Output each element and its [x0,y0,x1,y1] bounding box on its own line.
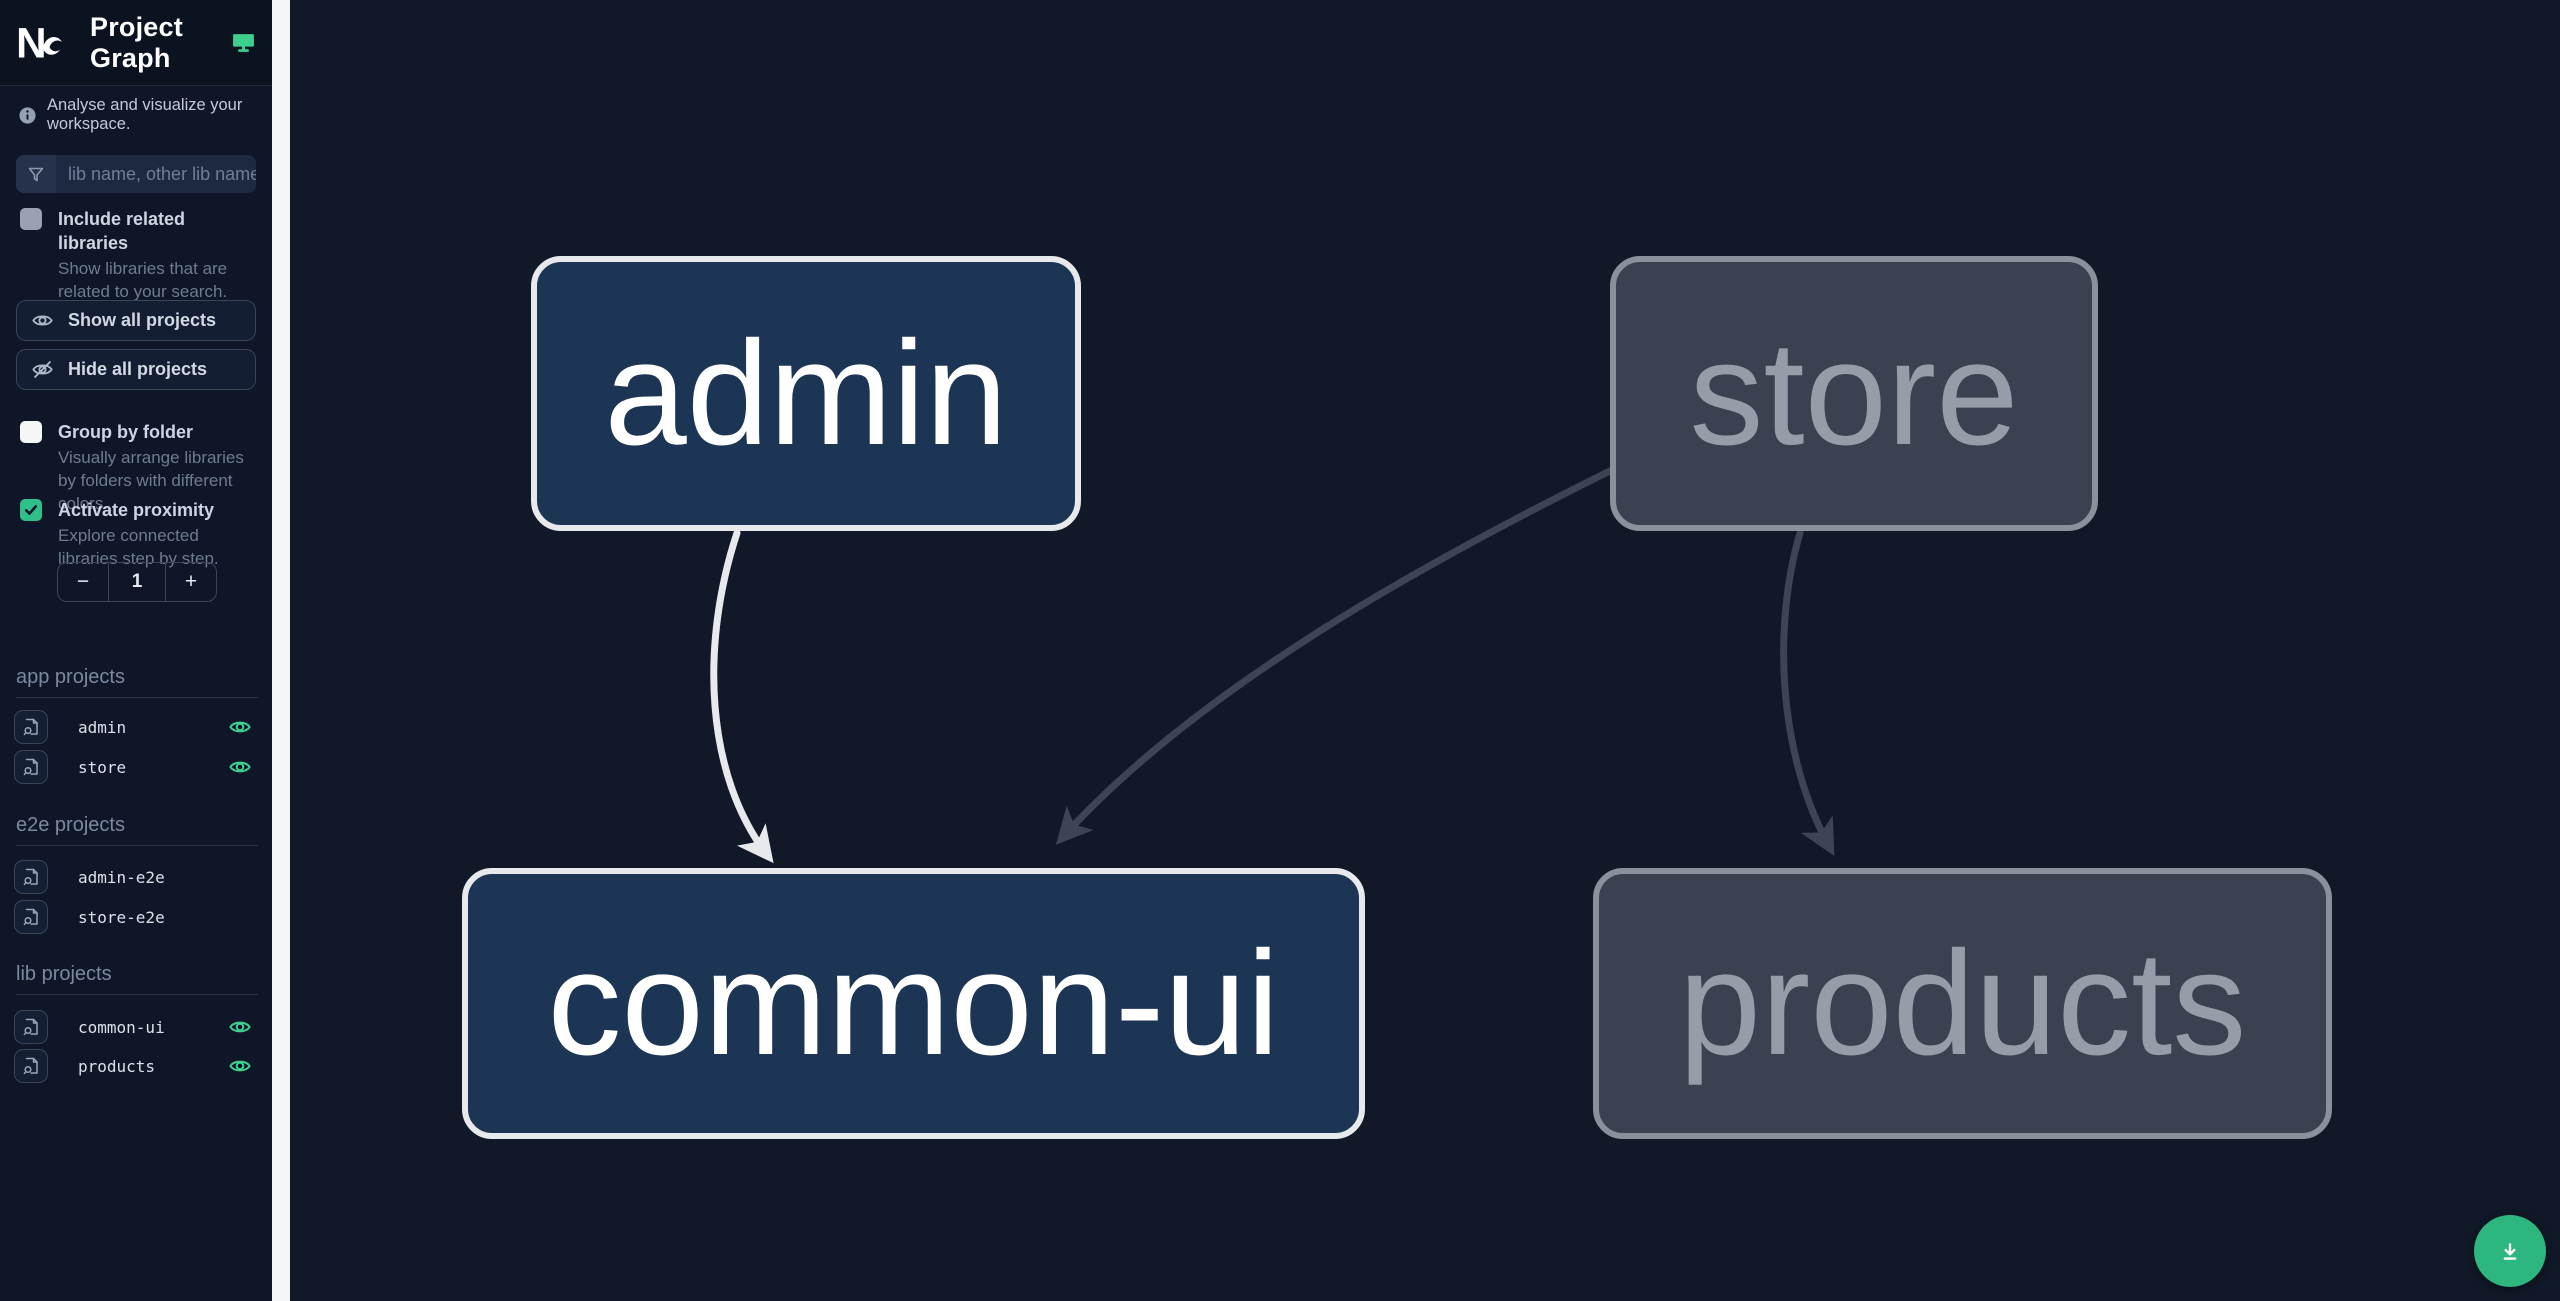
project-name: admin-e2e [78,867,165,887]
project-name: admin [78,717,127,737]
app-title: Project Graph [90,11,183,73]
activate-proximity-row: Activate proximity Explore connected lib… [20,498,256,570]
monitor-icon[interactable] [231,30,256,55]
include-related-label: Include related libraries [58,209,186,253]
search-bar [16,155,256,193]
graph-edges [710,466,1835,864]
graph-node-store[interactable]: store [1610,256,2098,531]
focus-project-button[interactable] [14,1010,48,1044]
nx-logo: N [16,21,64,65]
project-row-admin: admin [14,710,258,744]
edge-store-to-common-ui [1055,466,1616,845]
focus-project-button[interactable] [14,750,48,784]
eye-off-icon [31,358,54,381]
group-by-folder-description: Visually arrange libraries by folders wi… [58,448,244,513]
project-name: store [78,757,127,777]
node-label: store [1689,310,2019,476]
sidebar: N Project Graph Analyse and visualize yo… [0,0,272,1301]
proximity-depth-value: 1 [108,563,166,601]
project-row-products: products [14,1049,258,1083]
edge-admin-to-common-ui [710,529,774,864]
filter-icon [16,155,56,193]
graph-node-common-ui[interactable]: common-ui [462,868,1365,1139]
decrement-button[interactable]: − [76,570,90,593]
hide-all-projects-label: Hide all projects [68,359,208,379]
document-search-icon [23,758,38,776]
toggle-visibility-eye-icon[interactable] [228,1054,252,1078]
focus-project-button[interactable] [14,710,48,744]
sidebar-resizer-handle[interactable] [272,0,290,1301]
project-name: products [78,1056,156,1076]
project-row-admin-e2e: admin-e2e [14,860,258,894]
show-all-projects-button[interactable]: Show all projects [16,300,256,341]
tagline-text: Analyse and visualize your workspace. [47,96,243,133]
project-name: common-ui [78,1017,165,1037]
section-title-lib-projects: lib projects [16,963,258,995]
checkmark-icon [24,505,38,515]
node-label: products [1678,920,2247,1086]
increment-button[interactable]: + [184,570,198,593]
document-search-icon [23,868,38,886]
proximity-depth-stepper: − 1 + [57,562,217,602]
toggle-visibility-eye-icon[interactable] [228,715,252,739]
graph-canvas[interactable]: admin store common-ui products [290,0,2560,1301]
focus-project-button[interactable] [14,900,48,934]
node-label: admin [604,310,1008,476]
info-icon [18,106,37,125]
graph-node-products[interactable]: products [1593,868,2332,1139]
focus-project-button[interactable] [14,860,48,894]
include-related-row: Include related libraries Show libraries… [20,207,256,303]
search-input[interactable] [56,155,256,193]
project-row-store: store [14,750,258,784]
graph-node-admin[interactable]: admin [531,256,1081,531]
hide-all-projects-button[interactable]: Hide all projects [16,349,256,390]
project-name: store-e2e [78,907,165,927]
activate-proximity-description: Explore connected libraries step by step… [58,526,219,568]
section-title-e2e-projects: e2e projects [16,814,258,846]
group-by-folder-checkbox[interactable] [20,421,42,443]
activate-proximity-label: Activate proximity [58,500,215,520]
group-by-folder-row: Group by folder Visually arrange librari… [20,420,256,515]
include-related-checkbox[interactable] [20,208,42,230]
node-label: common-ui [547,920,1280,1086]
sidebar-header: N Project Graph [0,0,272,86]
include-related-description: Show libraries that are related to your … [58,259,228,301]
document-search-icon [23,908,38,926]
edge-store-to-products [1780,529,1835,856]
toggle-visibility-eye-icon[interactable] [228,1015,252,1039]
tagline-row: Analyse and visualize your workspace. [18,96,264,134]
project-row-store-e2e: store-e2e [14,900,258,934]
document-search-icon [23,1057,38,1075]
download-icon [2503,1243,2517,1260]
project-row-common-ui: common-ui [14,1010,258,1044]
document-search-icon [23,718,38,736]
section-title-app-projects: app projects [16,666,258,698]
group-by-folder-label: Group by folder [58,422,193,442]
show-all-projects-label: Show all projects [68,310,217,330]
eye-icon [31,309,54,332]
download-graph-button[interactable] [2474,1215,2546,1287]
svg-text:N: N [16,21,46,65]
activate-proximity-checkbox[interactable] [20,499,42,521]
document-search-icon [23,1018,38,1036]
toggle-visibility-eye-icon[interactable] [228,755,252,779]
focus-project-button[interactable] [14,1049,48,1083]
